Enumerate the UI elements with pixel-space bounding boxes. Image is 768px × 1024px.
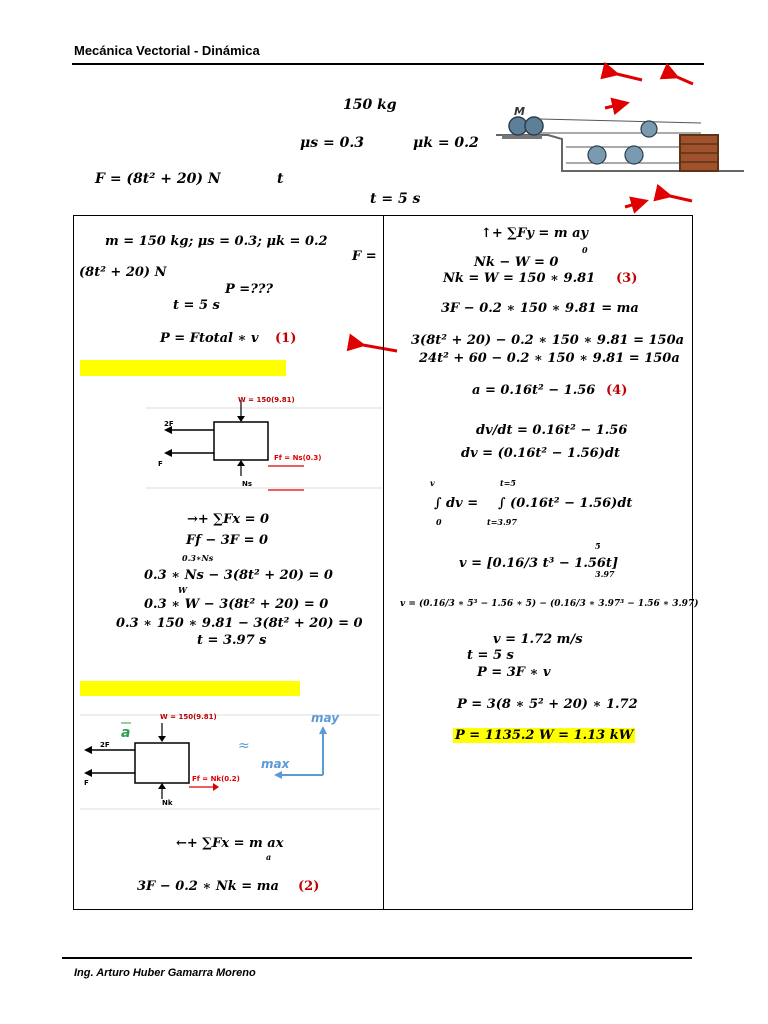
page-header-title: Mecánica Vectorial - Dinámica	[74, 43, 260, 58]
pulley-system-figure: M	[496, 105, 744, 172]
fbd-block	[134, 742, 190, 784]
sum-fy-sub: 0	[582, 245, 588, 255]
red-arrow	[600, 61, 643, 82]
free-body-diagram-kinetic: W = 150(9.81) 2F F Ff = Nk(0.2) Nk a ≈ m…	[80, 711, 380, 810]
may-label: may	[311, 711, 340, 725]
r-line-13: P = 3F ∗ v	[477, 665, 551, 680]
r-line-10: v = (0.16/3 ∗ 5³ − 1.56 ∗ 5) − (0.16/3 ∗…	[400, 599, 699, 609]
red-arrow	[659, 62, 694, 86]
pulley	[624, 145, 644, 165]
red-arrow	[604, 97, 630, 116]
r-line-3: 3F − 0.2 ∗ 150 ∗ 9.81 = ma	[441, 301, 639, 316]
equation-tag: (3)	[616, 271, 638, 286]
integral-lhs: ∫ dv =	[434, 496, 479, 511]
eq-line-2: 0.3 ∗ Ns − 3(8t² + 20) = 0	[144, 568, 333, 583]
fbd-weight-label: W = 150(9.81)	[238, 396, 295, 404]
fbd-normal-label: Nk	[162, 799, 173, 807]
integral-rhs: ∫ (0.16t² − 1.56)dt	[498, 496, 633, 511]
given-time: t = 5 s	[173, 298, 220, 313]
footer-rule	[62, 957, 692, 959]
eq-line-4: 0.3 ∗ 150 ∗ 9.81 − 3(8t² + 20) = 0	[116, 616, 363, 631]
equation-tag: (1)	[275, 331, 297, 346]
motor-pulley	[524, 116, 544, 136]
given-force-label: F =	[352, 249, 377, 264]
pulley	[587, 145, 607, 165]
sum-fx-kinetic-sub: a	[266, 852, 272, 862]
r-line-9-upper: 5	[595, 541, 601, 551]
fbd-block	[213, 421, 269, 461]
red-arrow	[346, 333, 398, 353]
r-line-9: v = [0.16/3 t³ − 1.56t]	[459, 556, 619, 571]
r-line-9-lower: 3.97	[595, 569, 615, 579]
integral-lhs-upper: v	[430, 478, 435, 488]
motor-label: M	[514, 105, 525, 118]
problem-t-var: t	[277, 171, 284, 187]
cable	[539, 118, 702, 124]
given-power-unknown: P =???	[225, 282, 274, 297]
r-line-14: P = 3(8 ∗ 5² + 20) ∗ 1.72	[457, 697, 638, 712]
r-line-5: 24t² + 60 − 0.2 ∗ 150 ∗ 9.81 = 150a	[419, 351, 680, 366]
integral-rhs-upper: t=5	[500, 478, 516, 488]
red-arrow	[653, 183, 693, 203]
sum-fx-equation: →+ ∑Fx = 0	[187, 512, 270, 527]
problem-t-value: t = 5 s	[370, 191, 421, 207]
problem-mu-k: μk = 0.2	[413, 135, 479, 151]
column-divider	[383, 215, 384, 910]
r-line-7: dv/dt = 0.16t² − 1.56	[476, 423, 628, 438]
acceleration-label: a	[121, 725, 130, 741]
highlight-bar	[80, 681, 300, 696]
fbd-f-label: F	[158, 460, 163, 468]
eq-line-5: t = 3.97 s	[197, 633, 267, 648]
r-line-1: Nk − W = 0	[474, 255, 559, 270]
motor-base	[502, 135, 542, 139]
highlight-bar	[80, 360, 286, 376]
r-line-2: Nk = W = 150 ∗ 9.81	[443, 271, 596, 286]
r-line-6: a = 0.16t² − 1.56	[472, 383, 596, 398]
eq-line-1-sub: 0.3∗Ns	[182, 553, 214, 563]
eq-line-1: Ff − 3F = 0	[186, 533, 269, 548]
r-line-8: dv = (0.16t² − 1.56)dt	[461, 446, 620, 461]
problem-mu-s: μs = 0.3	[300, 135, 364, 151]
header-rule	[72, 63, 704, 65]
r-line-11: v = 1.72 m/s	[493, 632, 583, 647]
sum-fy-equation: ↑+ ∑Fy = m ay	[481, 226, 589, 241]
problem-force: F = (8t² + 20) N	[95, 171, 221, 187]
pulley	[640, 120, 658, 138]
equation-2: 3F − 0.2 ∗ Nk = ma	[137, 879, 279, 894]
fbd-friction-label: Ff = Ns(0.3)	[274, 454, 321, 462]
fbd-f-label: F	[84, 779, 89, 787]
given-values: m = 150 kg; μs = 0.3; μk = 0.2	[105, 234, 328, 249]
equation-tag: (4)	[606, 383, 628, 398]
max-label: max	[261, 757, 291, 771]
power-equation: P = Ftotal ∗ v	[160, 331, 259, 346]
free-body-diagram-static: W = 150(9.81) 2F F Ff = Ns(0.3) Ns	[146, 396, 382, 491]
approx-symbol: ≈	[238, 738, 250, 754]
fbd-weight-label: W = 150(9.81)	[160, 713, 217, 721]
final-answer: P = 1135.2 W = 1.13 kW	[453, 728, 636, 743]
fbd-2f-label: 2F	[100, 741, 110, 749]
eq-line-3: 0.3 ∗ W − 3(8t² + 20) = 0	[144, 597, 329, 612]
equation-tag: (2)	[298, 879, 320, 894]
sum-fx-kinetic-equation: ←+ ∑Fx = m ax	[176, 836, 284, 851]
integral-lhs-lower: 0	[436, 517, 442, 527]
fbd-2f-label: 2F	[164, 420, 174, 428]
integral-rhs-lower: t=3.97	[487, 517, 517, 527]
fbd-friction-label: Ff = Nk(0.2)	[192, 775, 240, 783]
red-arrow	[624, 196, 649, 214]
eq-line-2-sub: W	[178, 585, 187, 595]
problem-mass: 150 kg	[343, 97, 397, 113]
r-line-4: 3(8t² + 20) − 0.2 ∗ 150 ∗ 9.81 = 150a	[411, 333, 685, 348]
given-force: (8t² + 20) N	[79, 265, 167, 280]
r-line-12: t = 5 s	[467, 648, 514, 663]
fbd-normal-label: Ns	[242, 480, 252, 488]
page-footer-author: Ing. Arturo Huber Gamarra Moreno	[74, 967, 256, 979]
